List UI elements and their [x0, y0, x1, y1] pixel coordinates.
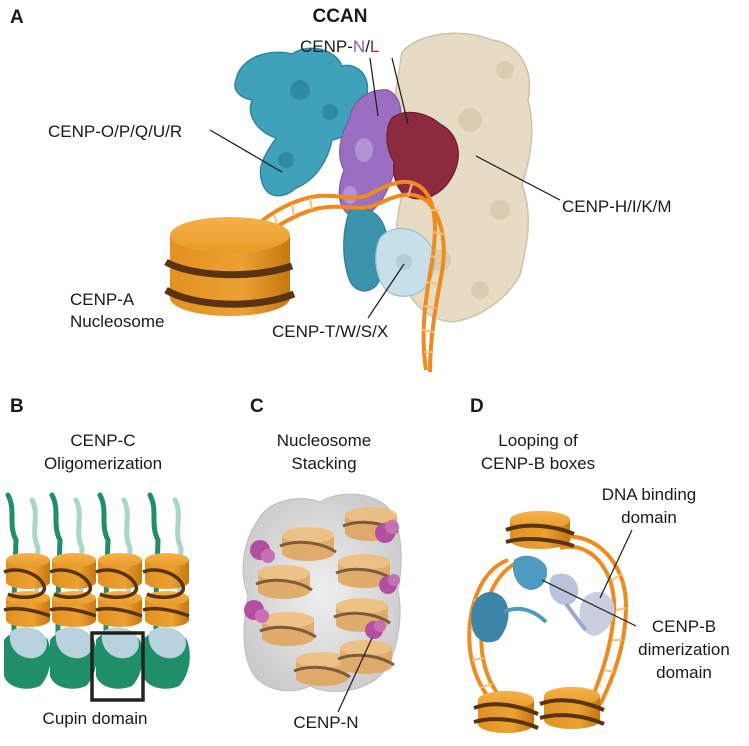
cenp-a-nucleosome: [164, 217, 296, 316]
nuc-d-bottom-left: [473, 691, 539, 733]
dimerization-label-line2: dimerization: [638, 640, 730, 659]
dimerization-label-line1: CENP-B: [652, 617, 716, 636]
nuc-d-top: [505, 511, 575, 549]
panel-d-letter: D: [470, 396, 484, 417]
panel-d-title-line1: Looping of: [498, 431, 578, 450]
nuc-b-1: [3, 553, 51, 627]
dna-binding-label-line1: DNA binding: [602, 485, 697, 504]
panel-b-title-line2: Oligomerization: [44, 454, 162, 473]
cenp-twsx-leader: [367, 263, 405, 319]
cenp-n-leader-c: [337, 637, 373, 713]
cenp-b-proteins: [471, 555, 615, 643]
panel-d: D Looping of CENP-B boxes: [467, 396, 730, 733]
dimerization-label-line3: domain: [656, 663, 712, 682]
ccan-complex: [234, 32, 533, 323]
cenp-n-l-label: CENP-N/L: [300, 37, 409, 125]
panel-b-nucleosomes: [3, 553, 190, 627]
cenp-l-structure: [386, 111, 459, 200]
panel-c-footer: CENP-N: [293, 713, 358, 732]
panel-d-title-line2: CENP-B boxes: [481, 454, 595, 473]
dna-binding-leader: [599, 529, 633, 599]
panel-a-title: CCAN: [313, 6, 368, 27]
stacked-nucleosomes-c: [255, 507, 399, 686]
nuc-b-2: [49, 553, 97, 627]
dimerization-leader: [541, 579, 637, 627]
cenp-hikm-leader: [475, 155, 561, 201]
panel-b-footer: Cupin domain: [43, 709, 148, 728]
cenp-hikm-label: CENP-H/I/K/M: [562, 197, 672, 216]
cenp-n-label-slash: /: [365, 37, 370, 56]
panel-c: C Nucleosome Stacking CENP-N: [242, 396, 402, 732]
dna-binding-label-line2: domain: [621, 508, 677, 527]
cenp-twsx-label: CENP-T/W/S/X: [272, 322, 388, 341]
cenp-n-label-n: N: [353, 37, 365, 56]
nucleosome-label-line1: CENP-A: [70, 290, 135, 309]
cupin-domains: [4, 627, 190, 689]
nuc-b-3: [95, 553, 143, 627]
panel-c-letter: C: [250, 396, 264, 417]
panel-a: A CCAN: [10, 6, 672, 373]
panel-c-title-line2: Stacking: [291, 454, 356, 473]
panel-b-letter: B: [10, 396, 24, 417]
cenp-c-strands: [5, 492, 184, 643]
cenp-n-proteins-c: [244, 520, 400, 639]
panel-b-title-line1: CENP-C: [70, 431, 135, 450]
svg-text:CENP-N/L: CENP-N/L: [300, 37, 379, 56]
cenp-opqur-structure: [234, 47, 369, 197]
nucleosome-label-line2: Nucleosome: [70, 312, 165, 331]
cenp-opqur-leader: [209, 129, 283, 173]
panel-b: B CENP-C Oligomerization: [3, 396, 190, 728]
nuc-b-4: [142, 553, 190, 627]
cenp-n-label-l: L: [370, 37, 379, 56]
cupin-highlight-box: [90, 631, 145, 702]
cenp-opqur-label: CENP-O/P/Q/U/R: [48, 122, 182, 141]
panel-c-title-line1: Nucleosome: [277, 431, 372, 450]
cenp-n-label-prefix: CENP-: [300, 37, 353, 56]
panel-a-letter: A: [10, 7, 24, 28]
nuc-d-bottom-right: [539, 687, 605, 729]
